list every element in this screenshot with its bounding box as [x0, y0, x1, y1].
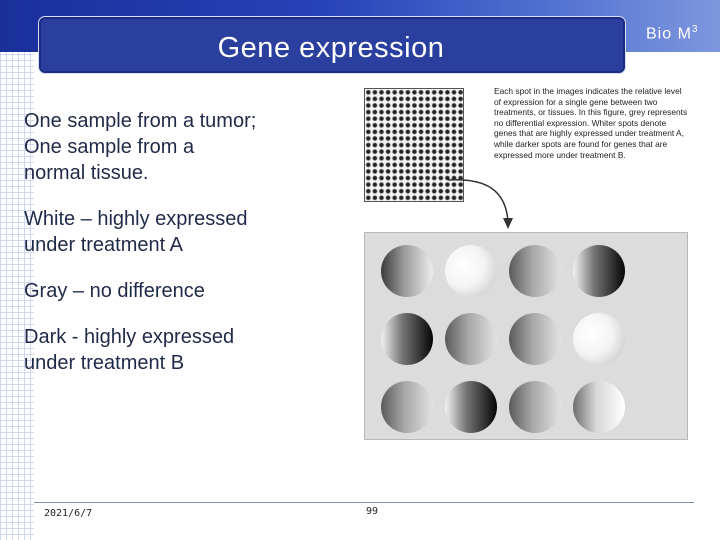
- page-number: 99: [366, 506, 379, 517]
- expression-spot: [509, 381, 561, 433]
- expression-spot: [573, 245, 625, 297]
- bullet-list: One sample from a tumor; One sample from…: [24, 108, 334, 396]
- expression-spot: [509, 245, 561, 297]
- expression-spot: [445, 381, 497, 433]
- title-bar: [38, 16, 626, 74]
- bullet-white: White – highly expressed under treatment…: [24, 208, 248, 256]
- bullet-samples: One sample from a tumor; One sample from…: [24, 110, 257, 184]
- bullet-dark: Dark - highly expressed under treatment …: [24, 326, 235, 374]
- microarray-figure: Each spot in the images indicates the re…: [346, 82, 690, 448]
- expression-spot: [381, 381, 433, 433]
- logo-text: Bio M: [646, 25, 692, 43]
- bullet-gray: Gray – no difference: [24, 280, 205, 302]
- biom3-logo: Bio M3: [646, 24, 698, 43]
- expression-spot: [445, 313, 497, 365]
- decorative-grid-strip: [0, 0, 34, 540]
- expression-spot: [381, 313, 433, 365]
- footer-divider: [34, 502, 694, 503]
- expression-spot: [573, 313, 625, 365]
- expression-spot-panel: [364, 232, 688, 440]
- arrow-icon: [447, 179, 513, 229]
- expression-spot: [509, 313, 561, 365]
- footer-date: 2021/6/7: [44, 508, 93, 519]
- microarray-thumbnail: [364, 88, 464, 202]
- expression-spot: [381, 245, 433, 297]
- expression-spot: [445, 245, 497, 297]
- figure-caption: Each spot in the images indicates the re…: [494, 86, 688, 160]
- slide-title: Gene expression: [217, 32, 445, 64]
- expression-spot: [573, 381, 625, 433]
- logo-superscript: 3: [691, 24, 699, 35]
